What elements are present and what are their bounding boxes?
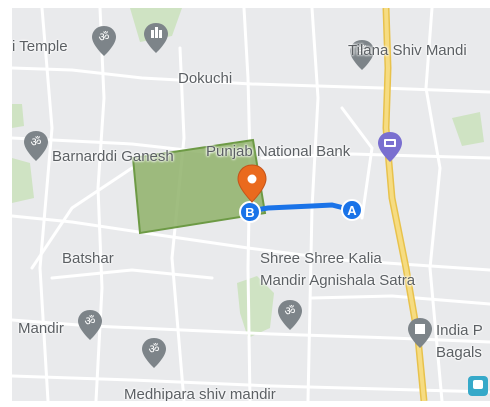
road bbox=[50, 268, 214, 280]
marker-a[interactable]: A bbox=[341, 199, 363, 221]
park-area bbox=[12, 104, 24, 128]
label-mandir: Mandir bbox=[18, 320, 64, 337]
map-view[interactable]: A B ॐ ॐ ॐ bbox=[12, 8, 490, 401]
label-dokuchi: Dokuchi bbox=[178, 70, 233, 87]
label-tilana: Tilana Shiv Mandi bbox=[348, 42, 467, 59]
park-area bbox=[12, 158, 34, 203]
marker-a-label: A bbox=[347, 203, 357, 218]
road bbox=[94, 8, 106, 401]
svg-text:ॐ: ॐ bbox=[357, 44, 368, 58]
road bbox=[30, 166, 134, 270]
road bbox=[310, 294, 490, 306]
om-temple-icon[interactable]: ॐ bbox=[78, 310, 102, 340]
svg-text:ॐ: ॐ bbox=[31, 135, 42, 149]
destination-pin-icon[interactable] bbox=[237, 164, 267, 203]
svg-text:ॐ: ॐ bbox=[149, 342, 160, 356]
road bbox=[38, 8, 54, 401]
road bbox=[12, 374, 490, 394]
selected-area-polygon[interactable] bbox=[131, 138, 267, 235]
om-temple-icon[interactable]: ॐ bbox=[278, 300, 302, 330]
road bbox=[340, 106, 374, 220]
label-barnarddi: Barnarddi Ganesh bbox=[52, 148, 174, 165]
label-shree-1: Shree Shree Kalia bbox=[260, 250, 382, 267]
om-temple-icon[interactable]: ॐ bbox=[142, 338, 166, 368]
svg-text:ॐ: ॐ bbox=[99, 30, 110, 44]
landmark-icon[interactable] bbox=[144, 23, 168, 53]
label-india-1: India P bbox=[436, 322, 483, 339]
road bbox=[306, 8, 320, 401]
road bbox=[12, 66, 490, 94]
road bbox=[260, 152, 490, 160]
business-icon[interactable] bbox=[408, 318, 432, 348]
transit-icon[interactable] bbox=[468, 376, 488, 396]
label-punjab-bank: Punjab National Bank bbox=[206, 143, 351, 160]
road bbox=[424, 8, 444, 401]
om-temple-icon[interactable]: ॐ bbox=[350, 40, 374, 70]
label-india-2: Bagals bbox=[436, 344, 482, 361]
park-area bbox=[452, 112, 484, 146]
bank-icon[interactable] bbox=[378, 132, 402, 162]
label-temple: i Temple bbox=[12, 38, 68, 55]
marker-b-label: B bbox=[245, 205, 254, 220]
label-batshar: Batshar bbox=[62, 250, 114, 267]
svg-text:ॐ: ॐ bbox=[285, 304, 296, 318]
road bbox=[12, 318, 490, 344]
marker-b[interactable]: B bbox=[239, 201, 261, 223]
map-canvas: A B ॐ ॐ ॐ bbox=[12, 8, 490, 401]
svg-text:ॐ: ॐ bbox=[85, 314, 96, 328]
om-temple-icon[interactable]: ॐ bbox=[92, 26, 116, 56]
park-area bbox=[237, 276, 274, 338]
route-line[interactable] bbox=[247, 202, 355, 214]
label-medhipara: Medhipara shiv mandir bbox=[124, 386, 276, 401]
label-shree-2: Mandir Agnishala Satra bbox=[260, 272, 416, 289]
om-temple-icon[interactable]: ॐ bbox=[24, 131, 48, 161]
